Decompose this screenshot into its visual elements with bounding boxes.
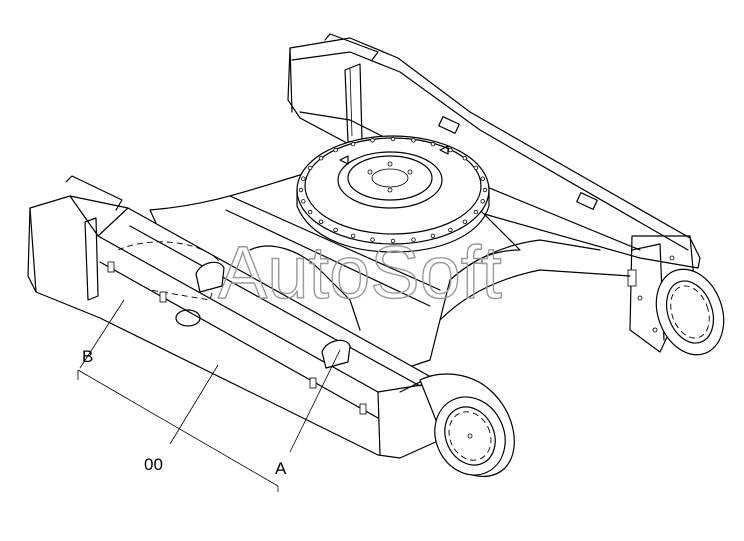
ring-bolt — [390, 238, 396, 244]
ring-bolt — [298, 187, 304, 193]
ring-bolt — [473, 209, 479, 215]
ring-bolt — [473, 165, 479, 171]
ring-bolt — [350, 233, 356, 239]
right-idler-wheel — [655, 268, 725, 356]
ring-bolt — [448, 147, 453, 153]
ring-bolt — [411, 138, 416, 143]
ring-bolt — [448, 227, 453, 233]
ring-bolt — [462, 155, 468, 161]
callout-a-label: A — [275, 459, 287, 478]
ring-bolt — [307, 209, 313, 215]
ring-bolt — [370, 237, 375, 242]
ring-bolt — [301, 199, 306, 204]
ring-bolt — [462, 219, 468, 224]
ring-bolt — [430, 141, 436, 147]
ring-bolt — [301, 176, 306, 181]
ring-bolt — [480, 199, 485, 204]
callout-leaders — [77, 299, 341, 492]
ring-bolt — [350, 141, 356, 147]
watermark-text: AutoSoft — [218, 231, 502, 314]
ring-bolt — [333, 147, 338, 153]
ring-bolt — [318, 219, 324, 224]
callout-assembly-label: 00 — [144, 455, 163, 474]
ring-bolt — [480, 176, 485, 181]
ring-bolt — [482, 187, 488, 193]
ring-bolt — [411, 237, 416, 242]
ring-bolt — [370, 138, 375, 143]
slewing-ring — [296, 135, 490, 253]
ring-bolt — [390, 136, 396, 142]
ring-bolt — [318, 155, 324, 161]
ring-bolt — [333, 227, 338, 233]
ring-bolt — [307, 165, 313, 171]
left-track-frame — [27, 175, 441, 459]
callout-b-label: B — [82, 347, 93, 366]
right-track-frame — [287, 33, 701, 353]
left-idler-wheel — [419, 373, 515, 477]
ring-bolt — [430, 233, 436, 239]
